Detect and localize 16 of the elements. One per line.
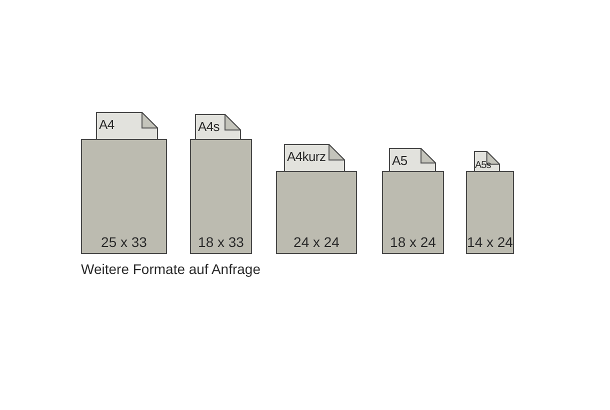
size-label: 18 x 33 (197, 234, 245, 250)
format-label: A5s (475, 160, 491, 171)
format-label: A4s (198, 119, 220, 134)
format-label: A5 (392, 153, 408, 168)
format-label: A4 (99, 117, 114, 132)
format-box (81, 139, 167, 254)
size-label: 24 x 24 (292, 234, 340, 250)
format-box (190, 139, 252, 254)
size-label: 25 x 33 (100, 234, 148, 250)
format-label: A4kurz (287, 149, 326, 164)
format-box (276, 171, 357, 254)
size-label: 18 x 24 (389, 234, 437, 250)
format-box (382, 171, 444, 254)
size-label: 14 x 24 (467, 234, 513, 250)
format-box (466, 171, 514, 254)
note-text: Weitere Formate auf Anfrage (81, 261, 260, 277)
